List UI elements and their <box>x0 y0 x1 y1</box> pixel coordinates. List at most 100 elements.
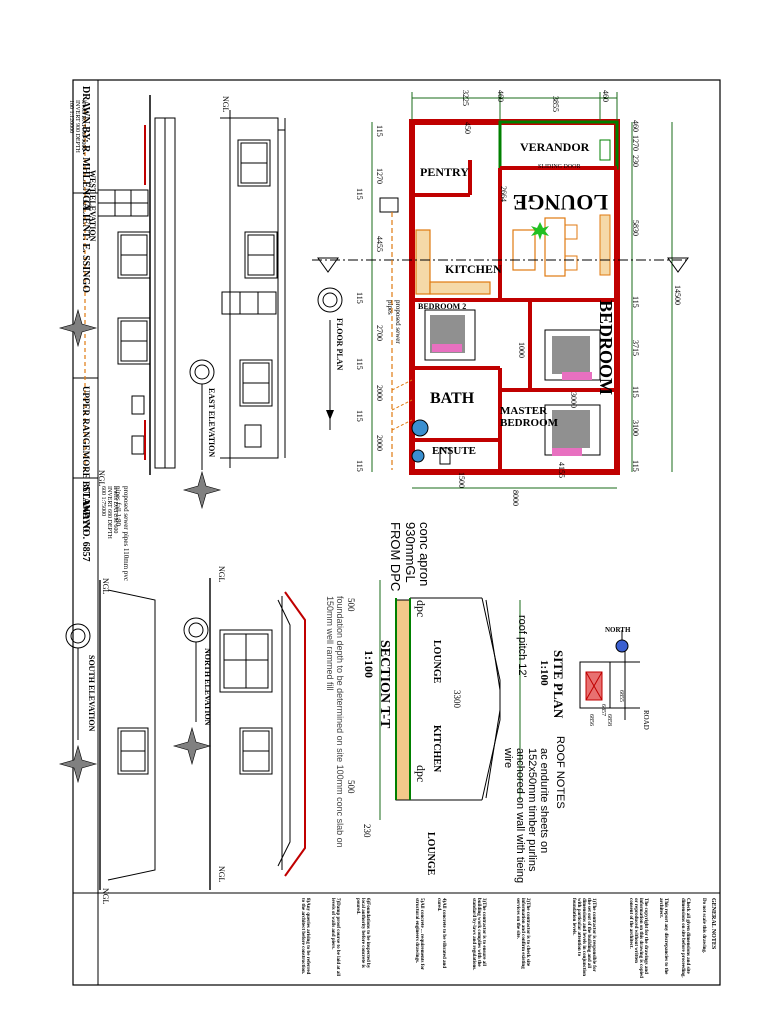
general-notes-line-6: 3)The contractor is to ensure all buildi… <box>471 898 486 971</box>
levels-right: levels DATUM 600 INVERT 680 DEPTH 600 1:… <box>100 486 118 539</box>
dim-right-8: 3100 <box>631 420 640 436</box>
room-ensuite: ENSUTE <box>432 445 477 457</box>
dim-left-6: 115 <box>355 358 364 370</box>
dim-right-0: 460 <box>631 120 640 132</box>
dim-inner-0: 2664 <box>499 186 508 202</box>
dim-top-0: 3225 <box>461 90 470 106</box>
roof-notes-body: ac endurite sheets on 152x50mm timber pu… <box>502 748 550 884</box>
general-notes-line-5: 2)The contractor is to check site inform… <box>515 898 530 969</box>
roof-pitch-label: roof pitch 12' <box>516 615 528 678</box>
dim-right-6: 3715 <box>631 340 640 356</box>
dim-right-1: 1270 <box>631 135 640 151</box>
neighbour-2: 6855 <box>618 690 624 702</box>
dim-right-3: 5830 <box>631 220 640 236</box>
section-dpc-top: dpc <box>414 600 428 618</box>
general-notes-line-3: The copyright for the drawings and infor… <box>628 898 648 978</box>
general-notes-line-2: This report any discrepancies to the arc… <box>658 898 668 975</box>
general-notes-line-9: 6)Foundations to be inspected by local a… <box>355 898 370 969</box>
general-notes-line-0: Do not scale this drawing. <box>701 898 706 954</box>
sliding-door-label: SLIDING DOOR <box>538 164 581 170</box>
section-dim-230: 230 <box>362 824 372 838</box>
ngl-label-north: NGL <box>217 566 226 583</box>
east-elevation <box>220 110 286 468</box>
room-bedroom-2: BEDROOM 2 <box>418 302 467 311</box>
dim-right-4: 14500 <box>673 285 682 305</box>
section-slab-note: foundation depth to be determined on sit… <box>325 596 345 848</box>
dim-inner-2: 3000 <box>569 392 578 408</box>
section-title: SECTION T-T <box>377 640 392 729</box>
dim-right-7: 115 <box>631 386 640 398</box>
south-elevation <box>99 580 156 890</box>
room-kitchen: KITCHEN <box>445 262 502 276</box>
north-elevation-title: NORTH ELEVATION <box>203 648 212 726</box>
east-elevation-title: EAST ELEVATION <box>207 388 216 458</box>
room-verandor: VERANDOR <box>520 140 590 154</box>
compass-roses <box>58 308 222 784</box>
section-dpc-bottom: dpc <box>414 765 428 783</box>
dim-bottom-0: 1500 <box>457 472 466 488</box>
section-tt <box>379 580 521 820</box>
west-elevation-title: WEST ELEVATION <box>88 170 97 242</box>
room-bath: BATH <box>430 390 475 407</box>
south-elevation-title: SOUTH ELEVATION <box>87 655 96 732</box>
dim-left-8: 115 <box>355 410 364 422</box>
ngl-label-south: NGL <box>101 578 110 595</box>
room-lounge: LOUNGE <box>512 190 608 215</box>
stand-label: STAND NO. 6857 <box>80 486 91 562</box>
dim-left-4: 115 <box>355 292 364 304</box>
site-plan-scale: 1:100 <box>538 660 550 686</box>
dim-left-9: 2000 <box>375 435 384 451</box>
dim-bottom-2: 8000 <box>511 490 520 506</box>
ngl-label-west: NGL <box>97 470 106 487</box>
levels-left: levels DATUM 1000 INVERT 900 DEPTH 100 1… <box>68 100 86 153</box>
north-elevation <box>209 578 306 890</box>
ngl-label-south-2: NGL <box>101 888 110 905</box>
dim-top-1: 460 <box>496 90 505 102</box>
section-lounge-2: LOUNGE <box>425 832 436 876</box>
dim-left-1: 1270 <box>375 168 384 184</box>
dim-right-9: 115 <box>631 460 640 472</box>
section-lounge: LOUNGE <box>431 640 442 684</box>
general-notes-line-10: 7)Damp proof course to be laid at all le… <box>330 898 340 977</box>
site-plan <box>579 630 640 720</box>
room-master-bedroom: MASTER BEDROOM <box>500 405 559 429</box>
dim-left-5: 2700 <box>375 325 384 341</box>
section-ngl-note: 930mmGL FROM DPC <box>388 522 418 592</box>
ngl-label-north-2: NGL <box>217 866 226 883</box>
general-notes-heading: GENERAL NOTES <box>710 898 716 950</box>
room-bedroom: BEDROOM <box>596 300 616 396</box>
floor-plan <box>312 92 690 489</box>
neighbour-0: 6856 <box>588 714 594 726</box>
section-apron: conc apron <box>417 522 432 587</box>
dim-inner-1: 1000 <box>517 342 526 358</box>
dim-left-10: 115 <box>355 460 364 472</box>
north-label: NORTH <box>605 626 631 634</box>
dim-bottom-1: 4155 <box>557 462 566 478</box>
dim-top-2: 3855 <box>551 96 560 112</box>
dim-inner-3: 450 <box>463 122 472 134</box>
dim-left-0: 115 <box>375 125 384 137</box>
neighbour-1: 6858 <box>606 714 612 726</box>
section-dim-500-bottom: 500 <box>346 780 356 794</box>
road-label: ROAD <box>642 710 650 730</box>
sewer-note-plan: proposed sewer pipes <box>386 300 402 344</box>
dim-right-5: 115 <box>631 296 640 308</box>
dim-left-2: 115 <box>355 188 364 200</box>
section-dim-500-top: 500 <box>346 598 356 612</box>
sheet-border <box>72 79 721 986</box>
floor-plan-caption: FLOOR PLAN <box>335 318 344 371</box>
general-notes-line-1: Check all given dimensions and site dime… <box>680 898 690 978</box>
dim-top-3: 460 <box>601 90 610 102</box>
elevation-markers <box>65 359 215 740</box>
section-scale: 1:100 <box>362 650 376 678</box>
general-notes-line-7: 4)All concrete to be vibrated and cured. <box>436 898 446 969</box>
section-kitchen: KITCHEN <box>431 725 442 773</box>
site-plan-title: SITE PLAN <box>551 650 566 719</box>
general-notes-line-11: 8)Any queries arising to be referred to … <box>300 898 310 975</box>
dim-left-3: 4455 <box>375 236 384 252</box>
dim-left-7: 2000 <box>375 385 384 401</box>
west-elevation <box>84 95 176 475</box>
room-pentry: PENTRY <box>420 165 469 179</box>
